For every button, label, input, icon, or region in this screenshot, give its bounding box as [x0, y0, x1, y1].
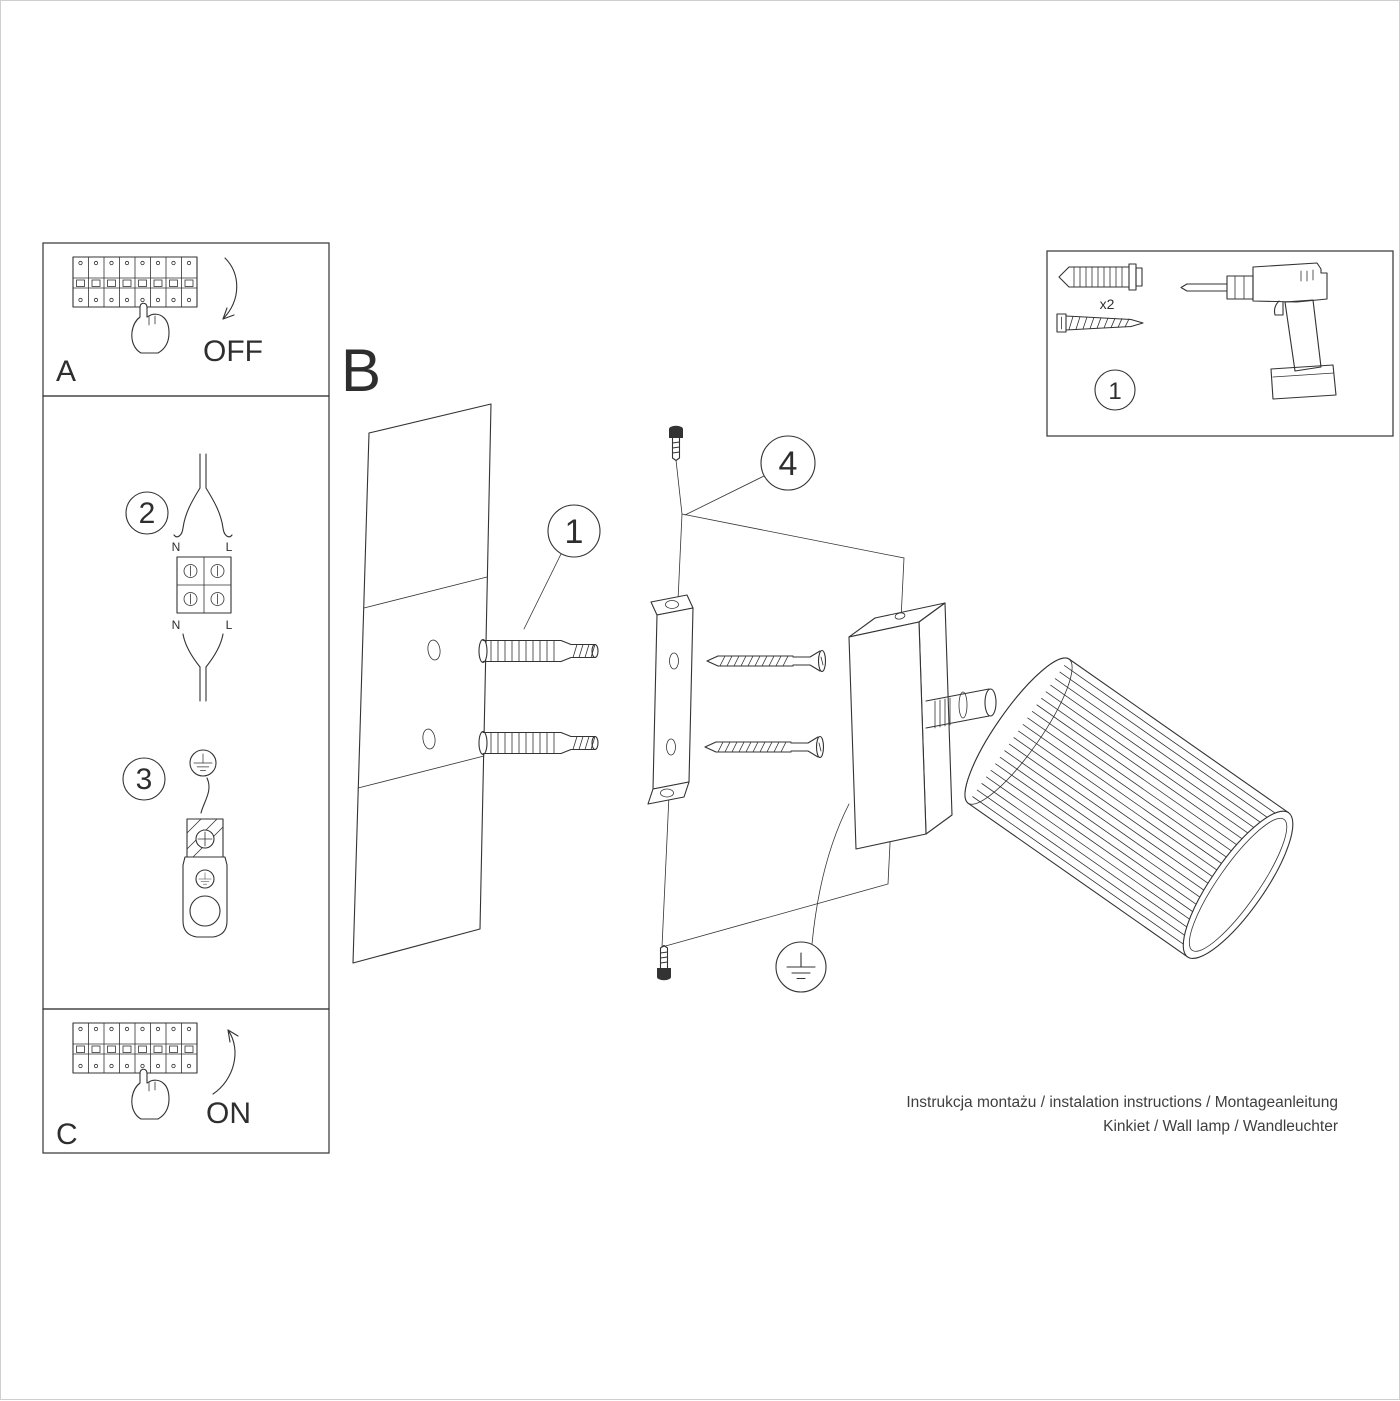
step-2-number: 2 [139, 497, 156, 530]
wiring-step-2: 2 N L N L [125, 453, 233, 702]
wire-l-top [205, 487, 233, 538]
kit-step-1-circle [1094, 369, 1136, 411]
tools-kit-box [1046, 250, 1394, 437]
wall-anchor-bottom [478, 730, 599, 756]
wire-l-bottom-label: L [226, 618, 233, 632]
on-arrowhead [227, 1029, 239, 1043]
step-1-circle [547, 504, 601, 558]
step-3-number: 3 [136, 763, 153, 796]
wall-hole-bottom [422, 728, 436, 750]
shade-open-end [1182, 810, 1294, 959]
wire-n-top [173, 487, 201, 538]
screw-bottom [704, 735, 825, 759]
footer-line-1: Instrukcja montażu / instalation instruc… [906, 1094, 1338, 1111]
screw-top [706, 649, 827, 673]
off-label: OFF [203, 335, 263, 368]
breaker-panel-icon [72, 1022, 198, 1120]
wire-n-bottom-label: N [172, 618, 181, 632]
wire-n-top-label: N [172, 540, 181, 554]
on-label: ON [206, 1097, 251, 1130]
wire-n-bottom [182, 633, 201, 668]
wire-l-top-label: L [226, 540, 233, 554]
step-3-circle [122, 757, 166, 801]
breaker-panel-icon [72, 256, 198, 354]
ground-symbol-circle-small [189, 749, 217, 777]
wire-l-bottom [205, 633, 224, 668]
exploded-assembly: 1 [352, 403, 1294, 993]
machine-screw-top [669, 425, 683, 462]
panel-b-label: B [341, 337, 381, 404]
cable-bottom [199, 666, 207, 702]
wiring-step-3: 3 [122, 749, 228, 938]
lamp-base [848, 602, 953, 850]
kit-screw [1056, 313, 1144, 333]
terminal-block [176, 556, 232, 614]
ground-leader [811, 803, 850, 945]
panel-a-label: A [56, 355, 76, 388]
lamp-holder-terminal [182, 818, 228, 938]
step-4-circle [760, 435, 816, 491]
pivot-joint [925, 688, 997, 729]
step-1-number: 1 [565, 513, 584, 551]
off-arrowhead [222, 307, 235, 320]
tools-kit: x2 1 [1056, 262, 1337, 411]
panel-c-box [42, 1008, 330, 1154]
lamp-shade [964, 657, 1294, 959]
step-1-leader [523, 553, 562, 630]
footer-line-2: Kinkiet / Wall lamp / Wandleuchter [1103, 1118, 1338, 1135]
mounting-bracket [647, 594, 694, 805]
base-top-hole [894, 612, 906, 620]
kit-step-1-number: 1 [1108, 378, 1121, 405]
ground-wire [200, 777, 210, 814]
kit-wall-anchor [1058, 263, 1143, 291]
panel-c-label: C [56, 1118, 78, 1151]
machine-screw-bottom [657, 944, 671, 981]
off-arrow-icon [222, 257, 238, 320]
on-arrow-icon [212, 1029, 236, 1095]
wall-panel [352, 403, 492, 964]
drill-icon [1180, 262, 1337, 400]
ground-icon [193, 753, 213, 771]
wall-hole-top [427, 639, 441, 661]
ground-icon [198, 872, 212, 885]
screw-axis-line [675, 459, 683, 515]
power-on-step: ON C [56, 1022, 251, 1151]
power-off-step: OFF A [56, 256, 263, 388]
wiring-steps-box [42, 395, 330, 1010]
step-4-number: 4 [779, 445, 798, 483]
anchor-qty-label: x2 [1100, 296, 1115, 312]
mounting-plate-outline [661, 513, 905, 948]
wall-anchor-top [478, 638, 599, 664]
step-4-leader [684, 475, 765, 516]
step-2-circle [125, 491, 169, 535]
cable-top [199, 453, 207, 489]
